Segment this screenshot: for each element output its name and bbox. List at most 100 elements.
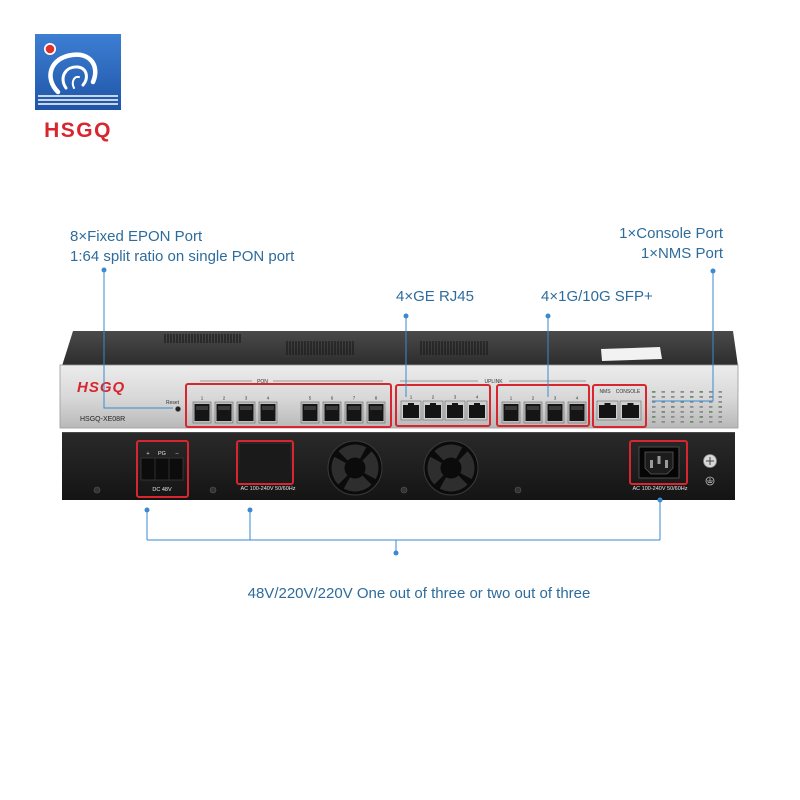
status-led [699, 411, 703, 413]
status-led [709, 411, 713, 413]
status-led [690, 421, 694, 423]
rj45-port-number: 2 [432, 395, 435, 400]
rj45-port-group: 1 2 3 4 [400, 395, 488, 421]
console-callout-leader [652, 268, 716, 402]
status-led [671, 391, 675, 393]
status-led [652, 406, 656, 408]
status-led [690, 391, 694, 393]
sfp-callout: 4×1G/10G SFP+ [541, 288, 653, 305]
status-led [690, 401, 694, 403]
status-led [661, 406, 665, 408]
uplink-group-label: UPLINK [484, 379, 503, 385]
pon-port-number: 1 [201, 396, 204, 401]
status-led [661, 411, 665, 413]
pon-port: 1 [192, 396, 212, 424]
status-led [680, 411, 684, 413]
rj45-port: 3 [444, 395, 466, 421]
ac-module-highlight-box [236, 440, 294, 485]
status-led [680, 421, 684, 423]
sfp-plus-port-number: 1 [510, 396, 513, 401]
status-led [671, 406, 675, 408]
logo-text: HSGQ [44, 119, 112, 142]
sfp-plus-port: 4 [567, 396, 587, 424]
reset-button [175, 406, 181, 412]
screw-icon [400, 486, 408, 494]
dc-minus-label: – [175, 451, 179, 457]
status-led [680, 391, 684, 393]
status-led [699, 406, 703, 408]
chassis-top [62, 331, 738, 366]
status-led [699, 396, 703, 398]
status-led [718, 416, 722, 418]
pon-port-number: 8 [375, 396, 378, 401]
top-vent-right [420, 341, 488, 355]
status-led-array [652, 391, 722, 423]
sfp-callout-leader [545, 313, 551, 397]
pon-port-number: 7 [353, 396, 356, 401]
ac-socket-label: AC 100-240V 50/60Hz [632, 486, 687, 492]
status-led [680, 401, 684, 403]
pon-highlight-box [185, 383, 392, 428]
status-led [680, 416, 684, 418]
status-led [661, 416, 665, 418]
status-led [661, 401, 665, 403]
pon-callout-leader [101, 267, 173, 409]
logo-swirl-icon [38, 43, 118, 105]
status-led [671, 416, 675, 418]
pon-port: 4 [258, 396, 278, 424]
status-led [718, 411, 722, 413]
status-led [690, 406, 694, 408]
top-vent-middle [286, 341, 354, 355]
nms-port [596, 400, 619, 421]
rj45-callout: 4×GE RJ45 [396, 288, 474, 305]
status-led [671, 411, 675, 413]
sfp-plus-port: 2 [523, 396, 543, 424]
rj45-port: 1 [400, 395, 422, 421]
status-led [690, 416, 694, 418]
status-led [652, 401, 656, 403]
rj45-callout-leader [403, 313, 409, 397]
rj45-port-number: 4 [476, 395, 479, 400]
ac-power-socket [638, 446, 680, 479]
console-label: CONSOLE [616, 389, 641, 395]
reset-label: Reset [166, 400, 180, 406]
rear-panel: + PG – DC 48V AC 100-240V 50/60Hz [62, 432, 735, 500]
status-led [671, 396, 675, 398]
status-led [709, 396, 713, 398]
status-led [690, 411, 694, 413]
fan-icon [327, 440, 383, 496]
dc-input-label: DC 48V [152, 487, 172, 493]
status-led [699, 416, 703, 418]
status-led [680, 396, 684, 398]
rj45-port: 4 [466, 395, 488, 421]
sfp-plus-port-number: 2 [532, 396, 535, 401]
pon-port: 6 [322, 396, 342, 424]
dc-power-input: + PG – DC 48V [140, 451, 184, 493]
rj45-port-number: 1 [410, 395, 413, 400]
status-led [699, 421, 703, 423]
rj45-port-number: 3 [454, 395, 457, 400]
dc-highlight-box [136, 440, 189, 498]
status-led [699, 391, 703, 393]
screw-icon [514, 486, 522, 494]
ac-module-label: AC 100-240V 50/60Hz [240, 486, 295, 492]
brand-logo: HSGQ [35, 34, 121, 142]
console-callout-line2: 1×NMS Port [641, 245, 724, 262]
pon-callout-line2: 1:64 split ratio on single PON port [70, 248, 295, 265]
status-led [718, 401, 722, 403]
pon-callout-line1: 8×Fixed EPON Port [70, 228, 203, 245]
status-led [652, 416, 656, 418]
status-led [652, 411, 656, 413]
sfp-plus-port: 1 [501, 396, 521, 424]
status-led [718, 396, 722, 398]
status-led [661, 421, 665, 423]
top-sticker [601, 347, 662, 361]
pon-port-number: 6 [331, 396, 334, 401]
status-led [718, 391, 722, 393]
pon-port-number: 2 [223, 396, 226, 401]
ac-module-slot [240, 444, 290, 481]
status-led [652, 391, 656, 393]
status-led [652, 421, 656, 423]
